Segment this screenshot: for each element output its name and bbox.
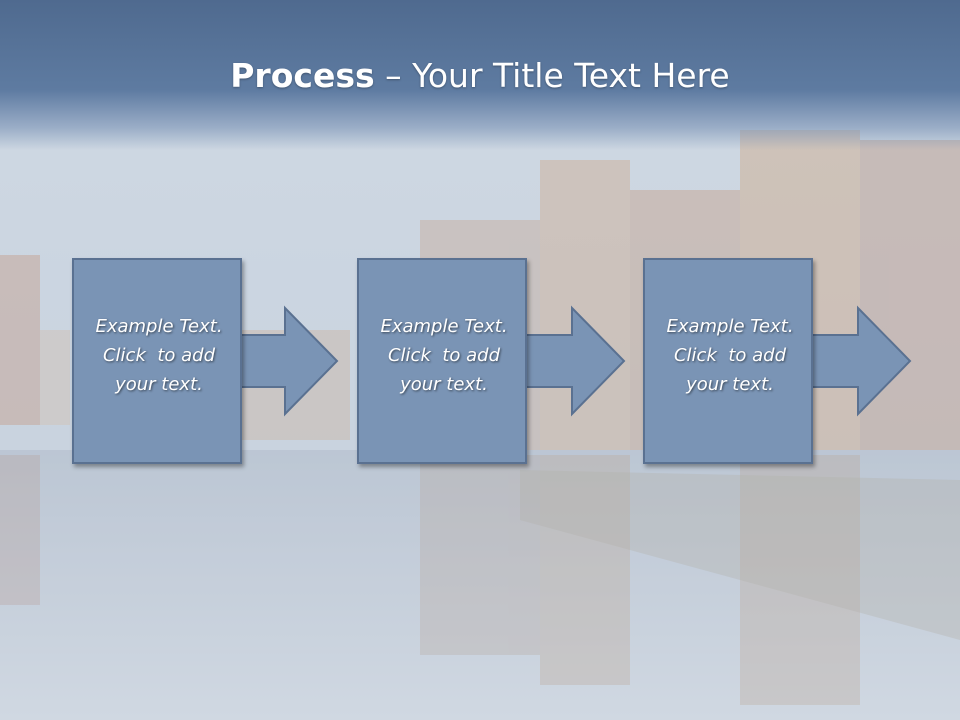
step-2-text[interactable]: Example Text. Click to add your text. — [359, 312, 529, 399]
process-arrow-3 — [810, 305, 912, 417]
slide-title[interactable]: Process – Your Title Text Here — [0, 52, 960, 100]
process-arrow-1 — [237, 305, 339, 417]
title-rest: – Your Title Text Here — [374, 56, 730, 95]
step-text-line: Example Text. — [666, 316, 794, 337]
step-text-line: Example Text. — [380, 316, 508, 337]
step-1-text[interactable]: Example Text. Click to add your text. — [74, 312, 244, 399]
step-3-text[interactable]: Example Text. Click to add your text. — [645, 312, 815, 399]
step-text-line: Click to add — [387, 345, 500, 366]
process-arrow-2 — [524, 305, 626, 417]
step-text-line: your text. — [400, 374, 488, 395]
title-bar — [0, 0, 960, 150]
process-step-3[interactable]: Example Text. Click to add your text. — [643, 258, 813, 464]
title-bold: Process — [230, 56, 375, 95]
process-step-2[interactable]: Example Text. Click to add your text. — [357, 258, 527, 464]
step-text-line: Click to add — [673, 345, 786, 366]
step-text-line: Example Text. — [95, 316, 223, 337]
step-text-line: your text. — [115, 374, 203, 395]
step-text-line: Click to add — [102, 345, 215, 366]
step-text-line: your text. — [686, 374, 774, 395]
process-step-1[interactable]: Example Text. Click to add your text. — [72, 258, 242, 464]
